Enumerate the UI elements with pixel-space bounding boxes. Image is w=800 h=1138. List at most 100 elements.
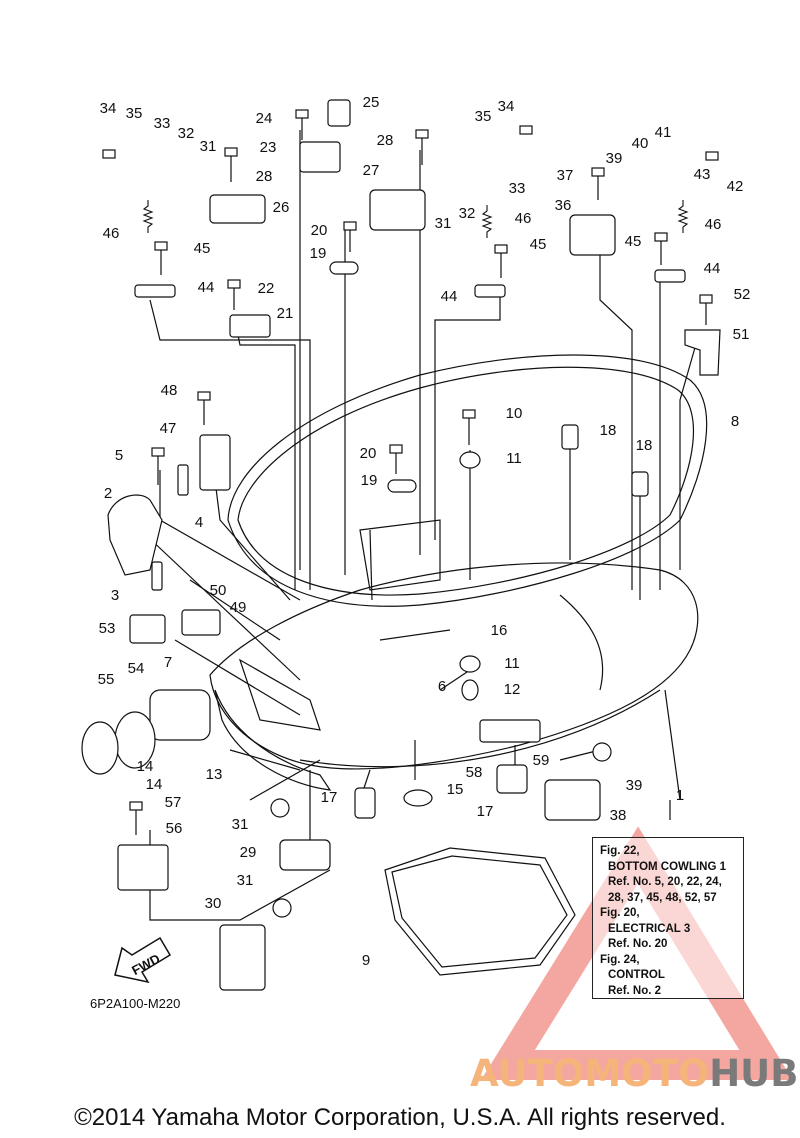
bolt-42 [705,151,719,161]
callout-number: 12 [504,681,521,698]
part-stay-44b [474,284,506,298]
part-clip-3 [151,561,163,591]
bottom-cowling-body [209,562,699,770]
callout-number: 22 [258,280,275,297]
watermark-part2: HUB [709,1052,799,1095]
spring-46a [142,200,154,233]
callout-number: 48 [161,382,178,399]
part-clip-23 [299,141,341,173]
callout-number: 8 [731,413,739,430]
ref-line: Fig. 22, [600,845,640,857]
callout-number: 9 [362,952,370,969]
callout-number: 10 [506,405,523,422]
callout-number: 53 [99,620,116,637]
part-washer-39 [592,742,612,762]
callout-number: 14 [146,776,163,793]
callout-number: 31 [200,138,217,155]
part-grommet-11a [459,451,481,469]
callout-number: 52 [734,286,751,303]
callout-number: 11 [506,450,522,467]
callout-number: 30 [205,895,222,912]
callout-number: 56 [166,820,183,837]
reference-box: Fig. 22, BOTTOM COWLING 1 Ref. No. 5, 20… [592,837,744,999]
part-bracket-53 [129,614,166,644]
part-plug-18a [561,424,579,450]
part-plate-58 [479,719,541,743]
ref-line: 28, 37, 45, 48, 52, 57 [608,891,717,904]
ref-line: BOTTOM COWLING 1 [608,860,726,873]
callout-number: 21 [277,305,294,322]
ref-line: Ref. No. 20 [608,938,668,950]
callout-number: 40 [632,135,649,152]
callout-number: 55 [98,671,115,688]
watermark-logo: AUTOMOTOHUB [470,1054,798,1094]
bolt-52 [699,294,713,325]
ref-line: CONTROL [608,969,665,981]
callout-number: 25 [363,94,380,111]
callout-number: 5 [115,447,123,464]
callout-number: 7 [164,654,172,671]
part-clip-47 [199,434,231,491]
diagram-code: 6P2A100-M220 [90,996,181,1011]
callout-number: 16 [491,622,508,639]
cowling-seal-outline [227,354,708,607]
part-piece-17a [354,787,376,819]
callout-number: 24 [256,110,273,127]
callout-number: 46 [103,225,120,242]
ref-line: ELECTRICAL 3 [608,922,691,935]
part-holder-49 [181,609,221,636]
callout-number: 43 [694,166,711,183]
callout-number: 28 [256,168,273,185]
callout-number: 32 [178,125,195,142]
callout-number: 45 [625,233,642,250]
part-pad-19b [387,479,417,493]
callout-number: 3 [111,587,119,604]
callout-number: 42 [727,178,744,195]
part-grommet-15 [403,789,433,807]
callout-number: 44 [441,288,458,305]
fwd-arrow-icon [114,936,172,984]
part-grommet-11b [459,655,481,673]
callout-number: 41 [655,124,672,141]
bolt-24 [295,109,309,140]
callout-number: 33 [509,180,526,197]
part-washer-31a [270,798,290,818]
callout-number: 37 [557,167,574,184]
bolt-37 [591,167,605,200]
callout-number: 46 [705,216,722,233]
part-stay-44c [654,269,686,283]
part-bracket-36 [569,214,616,256]
bolt-5 [151,447,165,485]
callout-number: 38 [610,807,627,824]
gasket-9 [384,847,576,976]
callout-number: 50 [210,582,227,599]
callout-number: 20 [360,445,377,462]
callout-number: 1 [676,787,684,804]
bolt-45a [154,241,168,275]
bolt-22 [227,279,241,310]
callout-number: 57 [165,794,182,811]
callout-number: 44 [704,260,721,277]
ref-line: Fig. 20, [600,907,640,919]
callout-number: 14 [137,758,154,775]
bolt-10 [462,409,476,445]
callout-number: 33 [154,115,171,132]
bolt-45c [654,232,668,265]
callout-number: 29 [240,844,257,861]
callout-number: 51 [733,326,750,343]
callout-number: 20 [311,222,328,239]
part-clip-25 [327,99,351,127]
callout-number: 31 [232,816,249,833]
callout-number: 54 [128,660,145,677]
part-washer-31b [272,898,292,918]
callout-number: 59 [533,752,550,769]
callout-number: 35 [475,108,492,125]
part-band-55 [81,721,119,775]
ref-line: Ref. No. 2 [608,984,662,997]
callout-number: 32 [459,205,476,222]
spring-46b [481,205,493,238]
part-pad-19a [329,261,359,275]
part-grommet-30 [219,924,266,991]
callout-number: 17 [477,803,494,820]
